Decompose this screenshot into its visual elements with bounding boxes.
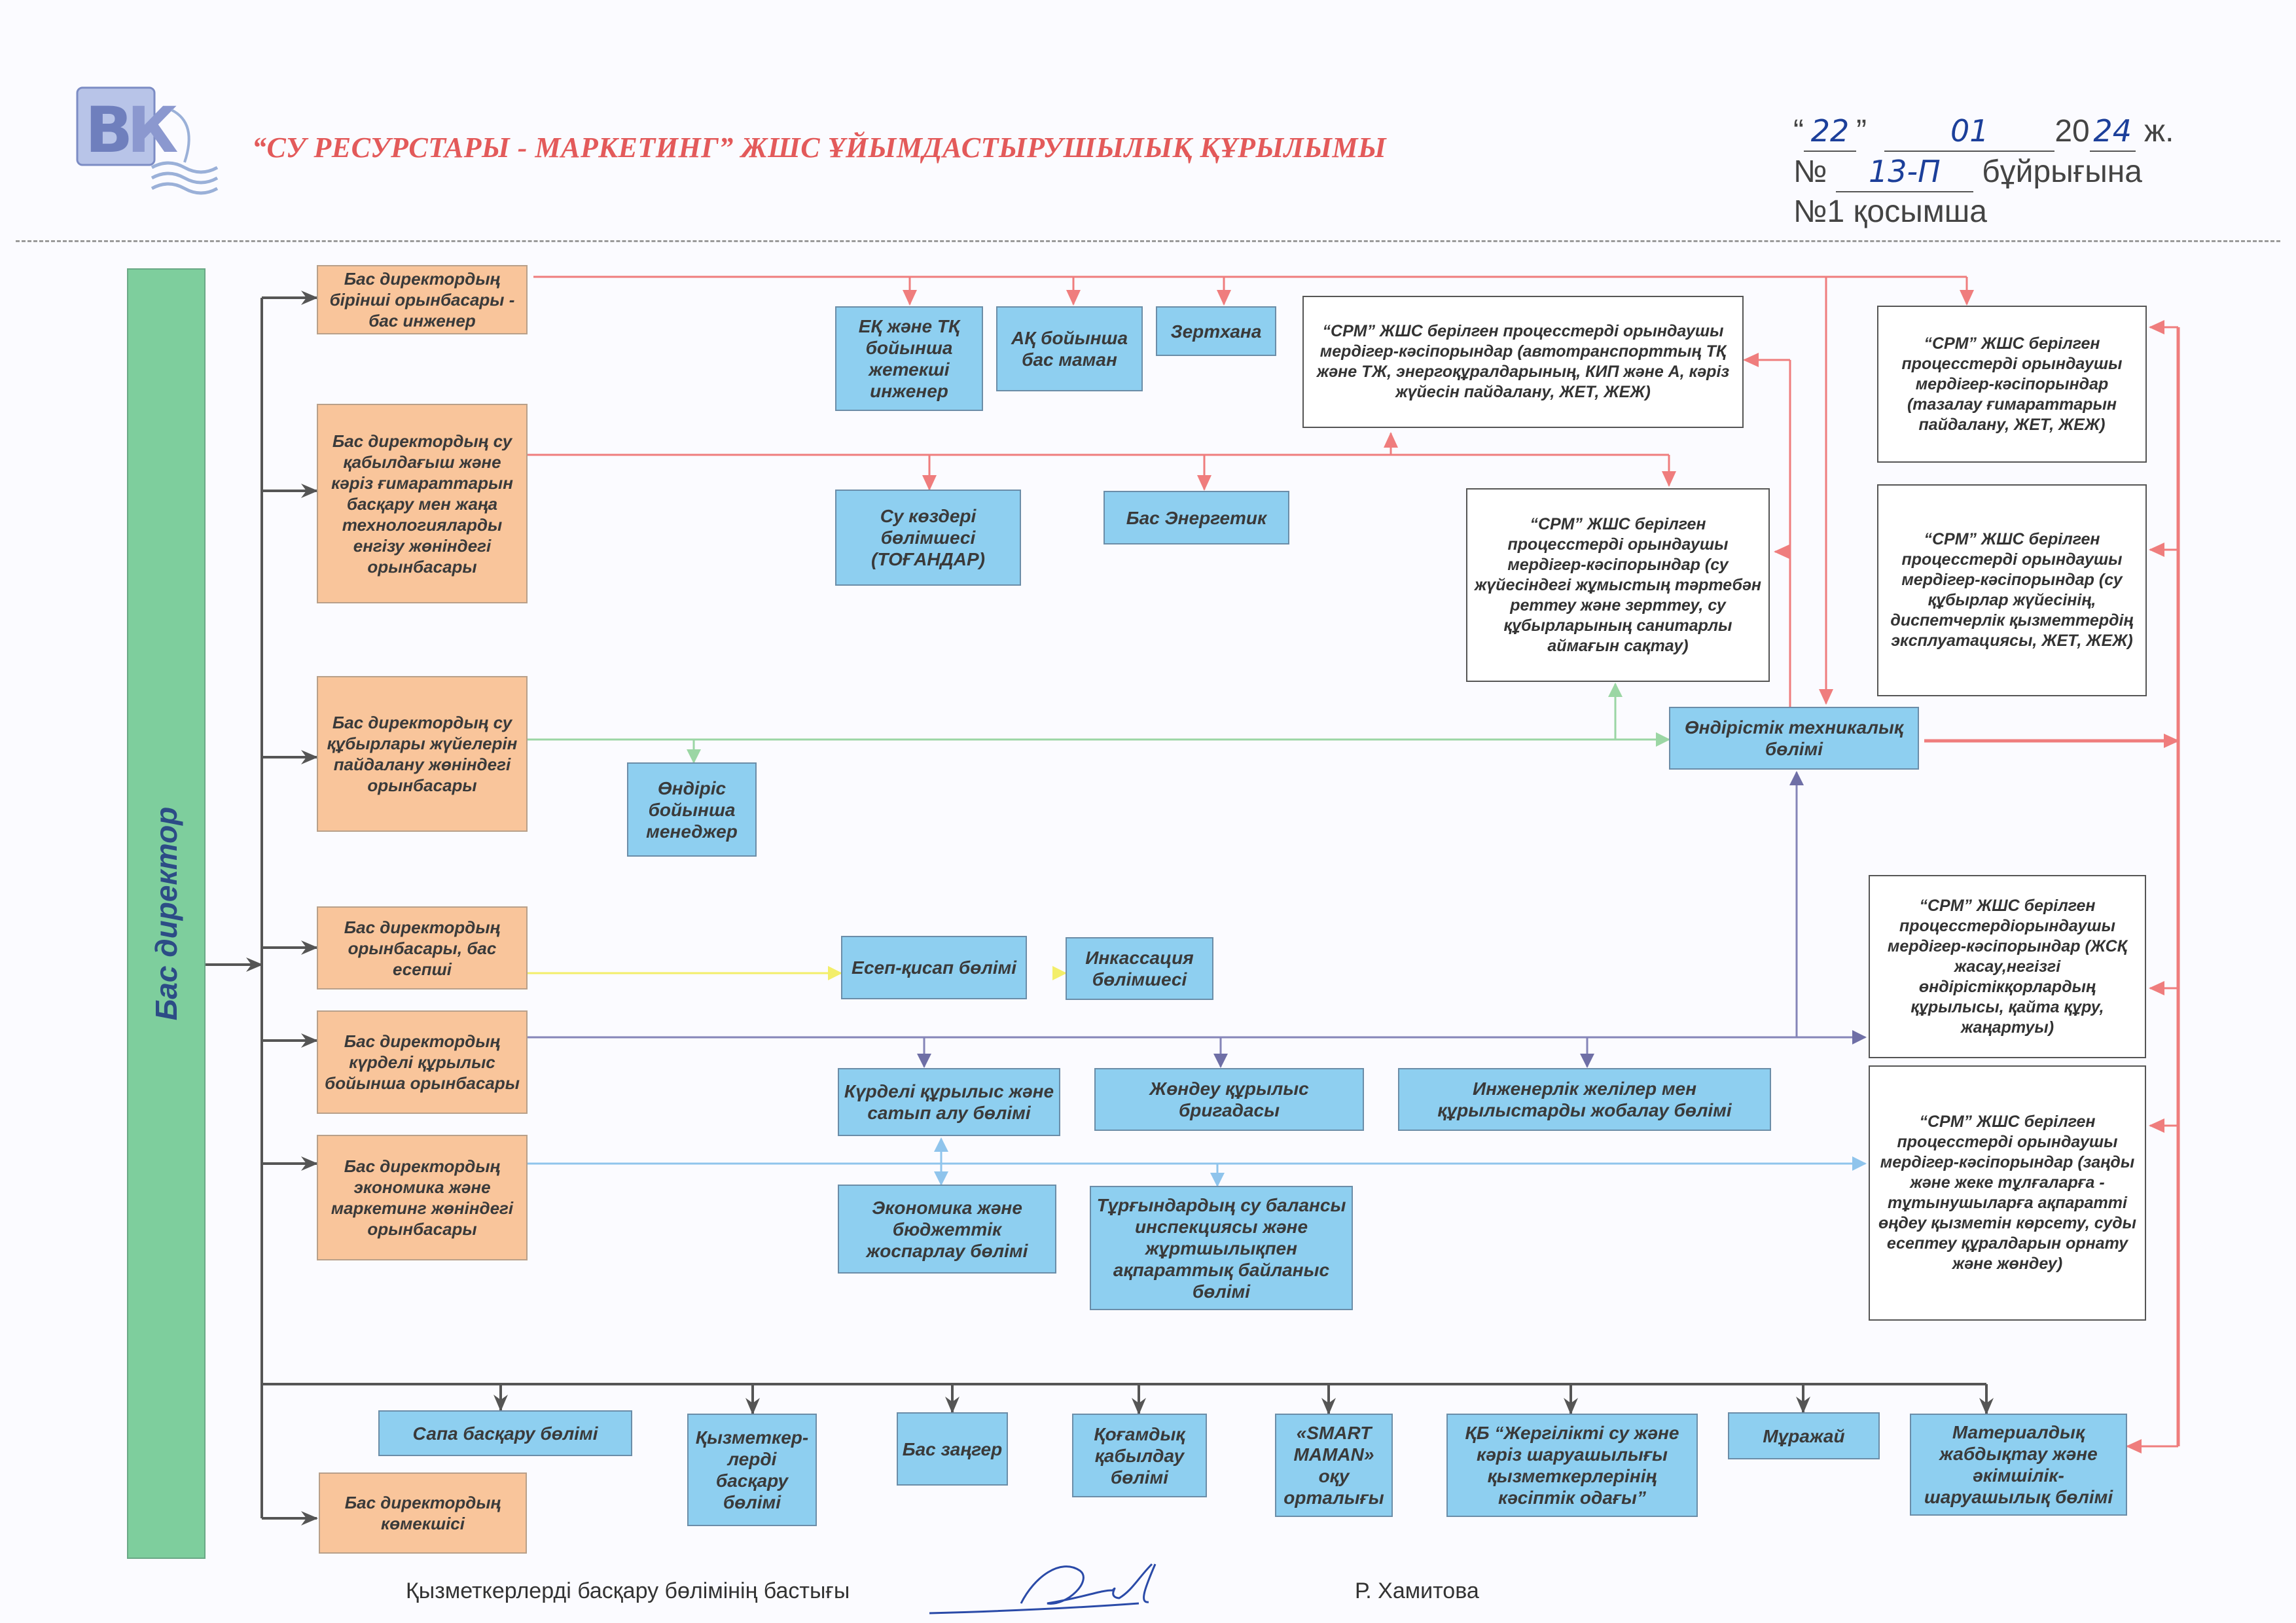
deputy-water-intake-sewage: Бас директордың су қабылдағыш және кәріз… <box>317 404 528 603</box>
unit-water-balance-inspection: Тұрғындардың су балансы инспекциясы және… <box>1090 1186 1353 1310</box>
unit-chief-lawyer: Бас заңгер <box>897 1412 1008 1486</box>
unit-chief-power-engineer: Бас Энергетик <box>1103 491 1289 544</box>
unit-material-supply: Материалдық жабдықтау және әкімшілік-шар… <box>1910 1414 2127 1516</box>
page-title: “СУ РЕСУРСТАРЫ - МАРКЕТИНГ” ЖШС ҰЙЫМДАСТ… <box>252 132 1387 164</box>
deputy-capital-construction: Бас директордың күрделі құрылыс бойынша … <box>317 1010 528 1114</box>
unit-laboratory: Зертхана <box>1156 306 1276 356</box>
contractors-pipeline-dispatch: “СРМ” ЖШС берілген процесстерді орындауш… <box>1877 484 2147 696</box>
signature <box>929 1563 1157 1614</box>
unit-trade-union: ҚБ “Жергілікті су және кәріз шаруашылығы… <box>1446 1414 1698 1517</box>
unit-production-technical: Өндірістік техникалық бөлімі <box>1669 707 1919 770</box>
director-assistant: Бас директордың көмекшісі <box>319 1472 527 1554</box>
order-year-prefix: 20 <box>2054 114 2090 149</box>
annex-label: №1 қосымша <box>1793 194 1987 229</box>
unit-museum: Мұражай <box>1728 1412 1880 1459</box>
footer-name: Р. Хамитова <box>1355 1578 1479 1603</box>
contractors-design-construction: “СРМ” ЖШС берілген процесстердіорындаушы… <box>1869 875 2146 1058</box>
unit-network-design: Инженерлік желілер мен құрылыстарды жоба… <box>1398 1068 1771 1131</box>
deputy-chief-accountant: Бас директордың орынбасары, бас есепші <box>317 906 528 990</box>
order-year-suffix: 24 <box>2089 111 2136 152</box>
svg-text:В: В <box>85 94 133 167</box>
company-logo: В К <box>76 86 219 195</box>
unit-smart-maman: «SMART MAMAN» оқу орталығы <box>1275 1414 1393 1517</box>
order-month: 01 <box>1884 111 2055 152</box>
contractors-transport-energy: “СРМ” ЖШС берілген процесстерді орындауш… <box>1302 296 1744 428</box>
unit-cash-collection: Инкассация бөлімшесі <box>1066 937 1213 1000</box>
deputy-water-supply-systems: Бас директордың су құбырлары жүйелерін п… <box>317 676 528 832</box>
director-label: Бас директор <box>149 806 183 1021</box>
unit-water-sources: Су көздері бөлімшесі (ТОҒАНДАР) <box>835 490 1021 586</box>
order-number-label: № <box>1793 154 1827 189</box>
unit-production-manager: Өндіріс бойынша менеджер <box>627 762 757 857</box>
order-year-unit: ж. <box>2144 114 2174 149</box>
contractors-customer-service: “СРМ” ЖШС берілген процесстерді орындауш… <box>1869 1065 2146 1321</box>
deputy-first-chief-engineer: Бас директордың бірінші орынбасары - бас… <box>317 265 528 334</box>
unit-economics-budget: Экономика және бюджеттік жоспарлау бөлім… <box>838 1185 1056 1274</box>
unit-hr: Қызметкер-лерді басқару бөлімі <box>687 1414 817 1526</box>
header-divider <box>16 240 2280 242</box>
svg-text:К: К <box>127 94 178 167</box>
unit-repair-brigade: Жөндеу құрылыс бригадасы <box>1094 1068 1364 1131</box>
unit-accounting: Есеп-қисап бөлімі <box>841 936 1027 999</box>
unit-public-reception: Қоғамдық қабылдау бөлімі <box>1072 1414 1207 1497</box>
director-box: Бас директор <box>127 268 206 1559</box>
contractors-treatment-facilities: “СРМ” ЖШС берілген процесстерді орындауш… <box>1877 306 2147 463</box>
order-text: бұйрығына <box>1982 154 2142 189</box>
deputy-economics-marketing: Бас директордың экономика және маркетинг… <box>317 1135 528 1260</box>
unit-quality-management: Сапа басқару бөлімі <box>378 1410 632 1456</box>
order-day: 22 <box>1803 111 1856 152</box>
footer-position: Қызметкерлерді басқару бөлімінің бастығы <box>406 1578 850 1603</box>
quote-close: ” <box>1856 114 1867 149</box>
order-number: 13-П <box>1835 152 1973 192</box>
unit-safety-engineer: ЕҚ және ТҚ бойынша жетекші инженер <box>835 306 983 411</box>
contractors-water-regime: “СРМ” ЖШС берілген процесстерді орындауш… <box>1466 488 1770 682</box>
unit-civil-defense: АҚ бойынша бас маман <box>996 306 1143 391</box>
unit-capital-procurement: Күрделі құрылыс және сатып алу бөлімі <box>838 1068 1060 1136</box>
quote-open: “ <box>1793 114 1804 149</box>
